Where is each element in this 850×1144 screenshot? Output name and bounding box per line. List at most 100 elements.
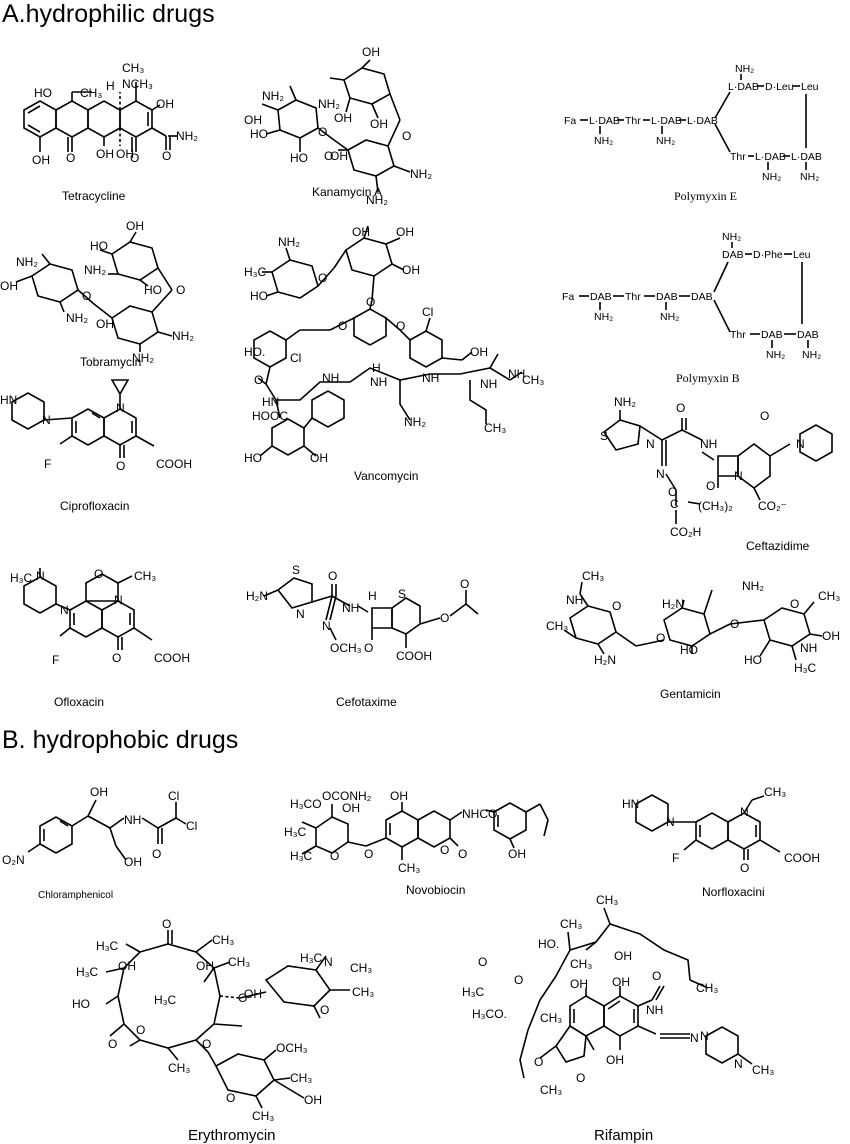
- seq-label: DAB: [590, 291, 612, 303]
- seq-label: Thr: [730, 329, 746, 341]
- atom-label: O: [676, 401, 685, 415]
- atom-label: NH₂: [614, 395, 636, 409]
- atom-label: NH₂: [16, 255, 38, 269]
- seq-label: L·DAB: [589, 115, 620, 127]
- atom-label: NH₂: [172, 329, 194, 343]
- atom-label: O: [82, 289, 91, 303]
- atom-label: NH: [422, 371, 439, 385]
- atom-label: Cl: [290, 351, 301, 365]
- atom-label: NH: [370, 375, 387, 389]
- atom-label: O: [324, 149, 333, 163]
- atom-label: S: [292, 563, 300, 577]
- seq-label: DAB: [722, 249, 744, 261]
- atom-label: OH: [822, 629, 840, 643]
- atom-label: CH₃: [818, 589, 840, 603]
- seq-label: Thr: [730, 151, 746, 163]
- atom-label: OH: [612, 975, 630, 989]
- atom-label: S: [398, 587, 406, 601]
- norfloxacin-structure: HN N N CH₃ F O COOH Norfloxacini: [622, 785, 820, 899]
- compound-name-rifampin: Rifampin: [594, 1127, 653, 1144]
- atom-label: O: [320, 1003, 329, 1017]
- atom-label: HO: [290, 151, 308, 165]
- atom-label: H: [106, 79, 115, 93]
- atom-label: H₃C: [154, 993, 177, 1007]
- compound-name-polymyxin-b: Polymyxin B: [676, 371, 740, 385]
- atom-label: O: [226, 1091, 235, 1105]
- atom-label: CH₃: [350, 961, 372, 975]
- seq-label: NH₂: [594, 311, 613, 323]
- seq-label: L·DAB: [651, 115, 682, 127]
- rifampin-structure: HO. CH₃ CH₃ OH CH₃ O H₃C O H₃CO. CH₃ OH …: [462, 893, 774, 1144]
- atom-label: N: [666, 815, 675, 829]
- atom-label: OH: [0, 279, 18, 293]
- atom-label: OH: [126, 219, 144, 233]
- atom-label: O: [108, 1037, 117, 1051]
- atom-label: OH: [304, 1093, 322, 1107]
- atom-label: CH₃: [752, 1063, 774, 1077]
- atom-label: N: [60, 603, 69, 617]
- compound-name-ciprofloxacin: Ciprofloxacin: [60, 499, 129, 513]
- atom-label: O: [162, 917, 171, 931]
- atom-label: CH₃: [168, 1061, 190, 1075]
- atom-label: H₃CO: [290, 797, 322, 811]
- atom-label: O: [318, 125, 327, 139]
- atom-label: H₃C: [284, 825, 307, 839]
- atom-label: HO: [744, 653, 762, 667]
- atom-label: HO: [34, 86, 52, 100]
- atom-label: CH₃: [596, 893, 618, 907]
- atom-label: O: [328, 569, 337, 583]
- atom-label: N: [734, 1057, 743, 1071]
- atom-label: NH₂: [262, 89, 284, 103]
- vancomycin-structure: OH OH OH NH₂ H₃C HO O O Cl O O HO. Cl OH…: [244, 225, 544, 483]
- atom-label: N: [114, 593, 123, 607]
- atom-label: NH₂: [84, 263, 106, 277]
- atom-label: N: [116, 401, 125, 415]
- atom-label: O: [116, 459, 125, 473]
- atom-label: OH: [370, 117, 388, 131]
- cefotaxime-structure: H₂N S N O NH H S N OCH₃ O COOH O O Cefot…: [246, 563, 479, 709]
- atom-label: O: [458, 847, 467, 861]
- atom-label: NH₂: [318, 97, 340, 111]
- atom-label: H₃C: [76, 965, 99, 979]
- atom-label: OH: [614, 949, 632, 963]
- atom-label: O: [514, 973, 523, 987]
- atom-label: NH₂: [278, 235, 300, 249]
- atom-label: Cl: [168, 789, 179, 803]
- atom-label: N: [322, 619, 331, 633]
- atom-label: N: [42, 413, 51, 427]
- seq-label: DAB: [656, 291, 678, 303]
- atom-label: O: [366, 295, 375, 309]
- atom-label: O: [440, 611, 449, 625]
- atom-label: OH: [32, 153, 50, 167]
- seq-label: Thr: [625, 115, 641, 127]
- atom-label: OH: [570, 977, 588, 991]
- atom-label: CH₃: [398, 861, 420, 875]
- atom-label: O: [152, 847, 161, 861]
- atom-label: O: [396, 319, 405, 333]
- atom-label: O: [238, 991, 247, 1005]
- section-title-hydrophilic: A.hydrophilic drugs: [2, 0, 215, 28]
- atom-label: CH₃: [122, 61, 144, 75]
- atom-label: CO₂H: [670, 525, 701, 539]
- atom-label: NH: [508, 367, 525, 381]
- atom-label: (CH₃)₂: [698, 499, 733, 513]
- atom-label: OH: [90, 785, 108, 799]
- atom-label: O: [202, 1037, 211, 1051]
- atom-label: NH₂: [410, 167, 432, 181]
- atom-label: NCH₃: [122, 77, 153, 91]
- atom-label: O: [162, 149, 171, 163]
- section-title-hydrophobic: B. hydrophobic drugs: [2, 726, 239, 754]
- atom-label: OH: [196, 959, 214, 973]
- ciprofloxacin-structure: HN N N F O COOH Ciprofloxacin: [0, 379, 192, 513]
- atom-label: H₃C: [96, 939, 119, 953]
- atom-label: OH: [156, 97, 174, 111]
- seq-label: Fa: [564, 115, 576, 127]
- atom-label: H₂N: [594, 653, 616, 667]
- atom-label: HO: [250, 289, 268, 303]
- compound-name-cefotaxime: Cefotaxime: [336, 695, 397, 709]
- compound-name-polymyxin-e: Polymyxin E: [674, 189, 737, 203]
- atom-label: OH: [402, 263, 420, 277]
- atom-label: H₂N: [246, 589, 268, 603]
- atom-label: CH₃: [696, 981, 718, 995]
- atom-label: H: [368, 589, 377, 603]
